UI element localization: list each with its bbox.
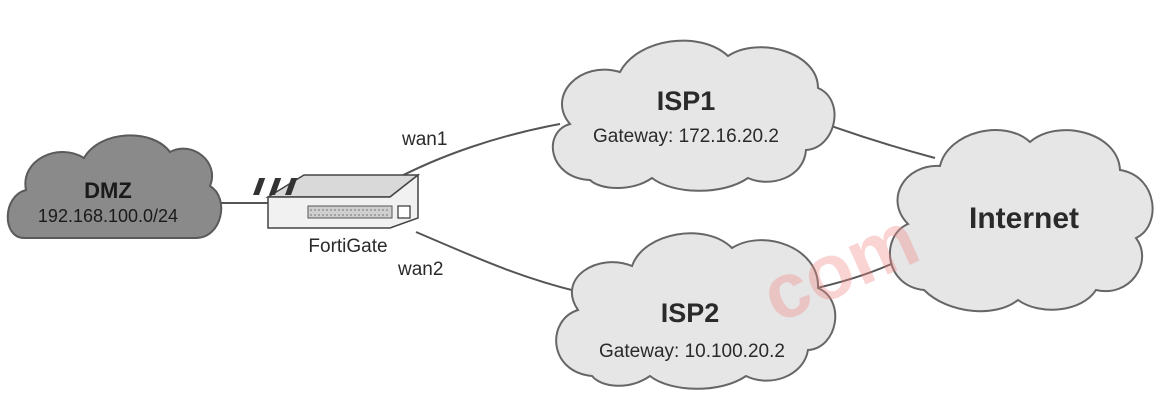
link-wan1 [389,123,561,183]
dmz-title: DMZ [84,178,132,203]
isp2-title: ISP2 [661,298,720,328]
wan2-label: wan2 [397,259,443,280]
dmz-subnet: 192.168.100.0/24 [38,206,178,226]
fortigate-fin-3 [285,178,298,195]
wan1-label: wan1 [401,129,447,150]
link-isp1-internet [819,121,936,159]
dmz-cloud: DMZ 192.168.100.0/24 [6,134,223,239]
fortigate-label: FortiGate [308,236,387,257]
fortigate-fin-1 [253,178,266,195]
internet-title: Internet [969,202,1079,235]
link-wan2 [415,231,581,293]
fortigate-fin-2 [269,178,282,195]
isp2-gateway: Gateway: 10.100.20.2 [599,341,785,362]
fortigate-port-panel [307,205,393,219]
isp1-cloud: ISP1 Gateway: 172.16.20.2 [552,39,836,192]
dmz-cloud-shape [6,134,223,239]
fortigate-device: FortiGate [253,173,421,257]
internet-cloud: Internet [889,129,1154,313]
isp1-title: ISP1 [657,86,716,116]
link-isp2-internet [807,259,901,291]
isp1-cloud-shape [552,39,836,192]
isp2-cloud-shape [555,232,837,390]
isp1-gateway: Gateway: 172.16.20.2 [593,126,779,147]
isp2-cloud: ISP2 Gateway: 10.100.20.2 [555,232,837,390]
internet-cloud-shape [889,129,1154,313]
fortigate-badge [397,205,411,219]
